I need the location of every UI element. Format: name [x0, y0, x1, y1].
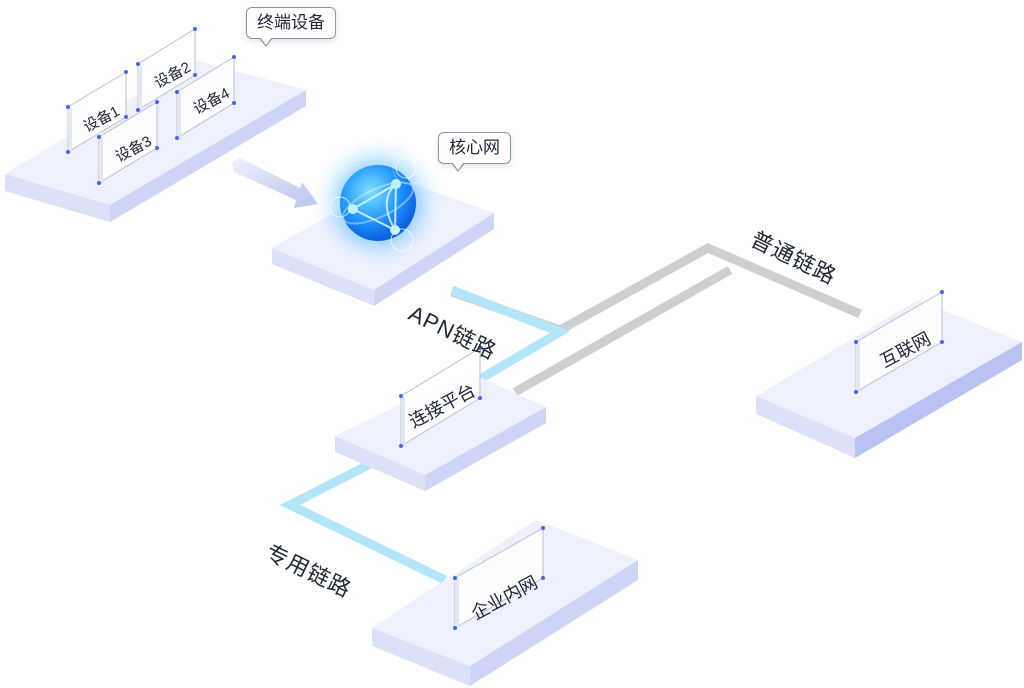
- core-network-callout: 核心网: [438, 132, 511, 172]
- enterprise-intranet-card-corner-dot: [541, 576, 545, 580]
- connection-platform-card-corner-dot: [478, 346, 482, 350]
- device-1-card-corner-dot: [124, 70, 128, 74]
- core-network-globe-icon: [308, 133, 448, 273]
- device-2-card-corner-dot: [136, 108, 140, 112]
- device-3-card-corner-dot: [97, 181, 101, 185]
- connection-platform-card-corner-dot: [478, 396, 482, 400]
- device-3-card-corner-dot: [155, 100, 159, 104]
- device-1-card-corner-dot: [66, 105, 70, 109]
- enterprise-intranet-card-edge: [455, 578, 459, 629]
- internet-card-corner-dot: [854, 340, 858, 344]
- enterprise-intranet-card-corner-dot: [453, 626, 457, 630]
- device-4-card-edge: [177, 92, 181, 139]
- device-2-card-corner-dot: [193, 27, 197, 31]
- device-1-card-edge: [68, 107, 72, 153]
- device-2-card-corner-dot: [136, 62, 140, 66]
- connection-platform-card-corner-dot: [399, 394, 403, 398]
- internet-card-corner-dot: [940, 340, 944, 344]
- connection-platform-card-corner-dot: [399, 444, 403, 448]
- device-4-card-corner-dot: [175, 90, 179, 94]
- apn-link: [450, 285, 571, 386]
- internet-card-corner-dot: [940, 290, 944, 294]
- enterprise-intranet-card-corner-dot: [453, 576, 457, 580]
- connection-platform: [335, 372, 546, 491]
- device-2-card-edge: [138, 64, 142, 111]
- device-1-card-corner-dot: [124, 115, 128, 119]
- device-4-card-corner-dot: [232, 101, 236, 105]
- device-3-card-corner-dot: [155, 146, 159, 150]
- device-3-card-corner-dot: [97, 135, 101, 139]
- internet-card-corner-dot: [854, 390, 858, 394]
- device-3-card-edge: [99, 137, 103, 184]
- enterprise-intranet-card-corner-dot: [541, 526, 545, 530]
- dedicated-link: [279, 455, 447, 585]
- device-4-card-corner-dot: [232, 55, 236, 59]
- device-4-card-corner-dot: [175, 136, 179, 140]
- device-1-card-corner-dot: [66, 150, 70, 154]
- internet-card-edge: [856, 342, 860, 393]
- connection-platform-card-edge: [401, 396, 405, 447]
- terminal-devices-callout: 终端设备: [246, 7, 336, 47]
- device-2-card-corner-dot: [193, 73, 197, 77]
- flow-arrow: [232, 158, 318, 208]
